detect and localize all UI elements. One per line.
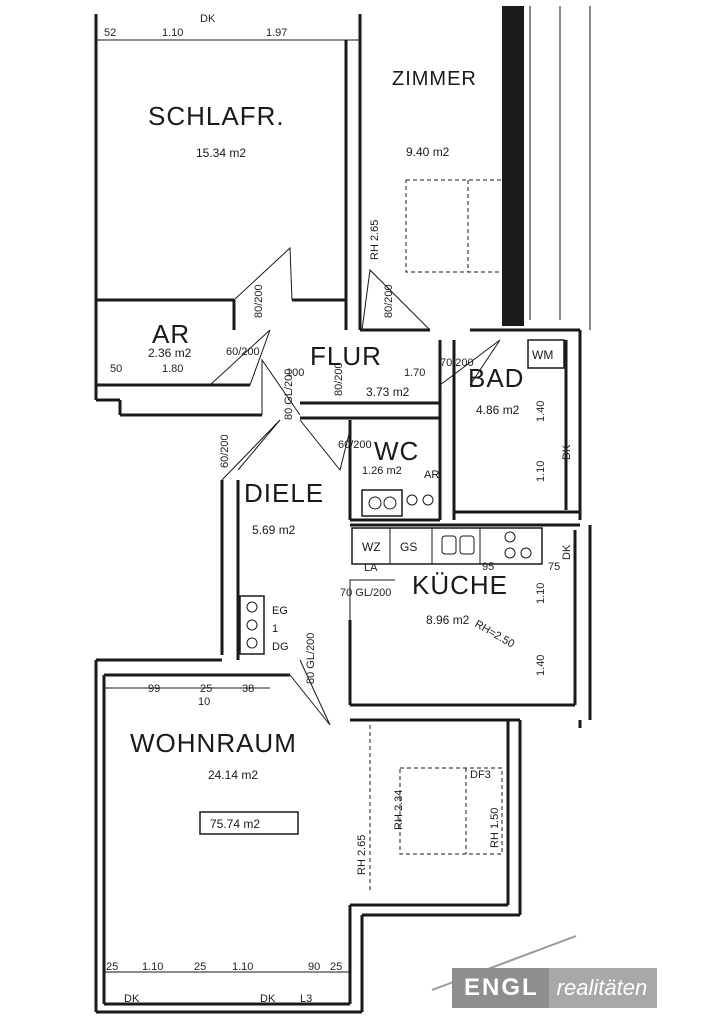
- dim-bad-3: DK: [561, 444, 573, 460]
- dim-top-2: 1.10: [162, 27, 183, 39]
- diele-name: DIELE: [244, 478, 324, 508]
- engl-logo: ENGL realitäten: [452, 968, 658, 1008]
- walls: [94, 6, 592, 1014]
- dim-kueche-2: 75: [548, 561, 560, 573]
- wohnraum-area: 24.14 m2: [208, 768, 258, 782]
- dim-kueche-4: DK: [561, 544, 573, 560]
- level-1: 1: [272, 623, 278, 635]
- door-label-9: 60/200: [219, 434, 231, 468]
- schlafr-name: SCHLAFR.: [148, 101, 285, 131]
- dim-wohn-1: 99: [148, 683, 160, 695]
- dim-bottom-4: 1.10: [232, 961, 253, 973]
- bad-area: 4.86 m2: [476, 403, 520, 417]
- door-label-7: 80 GL/200: [283, 369, 295, 420]
- dim-wohn-3: 10: [198, 696, 210, 708]
- door-label-10: 80/200: [333, 362, 345, 396]
- dim-bottom-5: 90: [308, 961, 320, 973]
- dim-bottom-3: 25: [194, 961, 206, 973]
- dim-bottom-dk2: DK: [260, 993, 276, 1005]
- total-area-box: [199, 811, 299, 835]
- diele-area: 5.69 m2: [252, 523, 296, 537]
- dashed-areas: [369, 179, 523, 890]
- kueche-name: KÜCHE: [412, 570, 508, 600]
- dim-bottom-l3: L3: [300, 993, 312, 1005]
- df3-rh2: RH 1.50: [489, 808, 501, 848]
- door-label-2: 80/200: [383, 284, 395, 318]
- dim-kueche-1: 95: [482, 561, 494, 573]
- dim-bottom-dk1: DK: [124, 993, 140, 1005]
- df3-rh1: RH 2.34: [393, 790, 405, 830]
- df3-label: DF3: [470, 769, 491, 781]
- flur-area: 3.73 m2: [366, 385, 410, 399]
- zimmer-area: 9.40 m2: [406, 145, 450, 159]
- dim-bad-1: 1.40: [535, 401, 547, 422]
- door-label-8: 80 GL/200: [305, 633, 317, 684]
- zimmer-facade-wall: [502, 6, 524, 326]
- dim-ar-4: 1.70: [404, 367, 425, 379]
- level-dg: DG: [272, 641, 289, 653]
- dim-bad-2: 1.10: [535, 461, 547, 482]
- dim-bottom-6: 25: [330, 961, 342, 973]
- zimmer-name: ZIMMER: [392, 68, 477, 90]
- dim-top-4: 1.97: [266, 27, 287, 39]
- la-label: LA: [364, 562, 378, 574]
- ar-wc-label: AR: [424, 469, 439, 481]
- kueche-height: RH=2.50: [473, 618, 517, 650]
- dim-ar-1: 50: [110, 363, 122, 375]
- door-label-5: 70/200: [440, 357, 474, 369]
- wc-name: WC: [374, 436, 419, 466]
- dim-wohn-2: 25: [200, 683, 212, 695]
- door-label-6: 70 GL/200: [340, 587, 391, 599]
- dim-ar-2: 1.80: [162, 363, 183, 375]
- wz-label: WZ: [362, 540, 381, 554]
- dim-kueche-5: 1.40: [535, 655, 547, 676]
- dim-top-3: DK: [200, 13, 216, 25]
- level-eg: EG: [272, 605, 288, 617]
- total-area: 75.74 m2: [210, 817, 260, 831]
- dim-ar-3: 100: [286, 367, 304, 379]
- flur-name: FLUR: [310, 341, 382, 371]
- washing-machine-box: [527, 339, 565, 369]
- door-label-4: 60/200: [338, 439, 372, 451]
- wm-label: WM: [532, 348, 553, 362]
- wohnraum-name: WOHNRAUM: [130, 728, 297, 758]
- dim-bottom-2: 1.10: [142, 961, 163, 973]
- dim-top-1: 52: [104, 27, 116, 39]
- wc-area: 1.26 m2: [362, 465, 402, 477]
- dim-bottom-1: 25: [106, 961, 118, 973]
- bad-name: BAD: [468, 363, 524, 393]
- zimmer-height: RH 2.65: [369, 220, 381, 260]
- dim-wohn-4: 38: [242, 683, 254, 695]
- kitchen-counter: [351, 527, 543, 565]
- logo-brand: ENGL: [452, 968, 549, 1008]
- wohnraum-height: RH 2.65: [356, 835, 368, 875]
- door-label-3: 60/200: [226, 346, 260, 358]
- kueche-area: 8.96 m2: [426, 613, 470, 627]
- dim-kueche-3: 1.10: [535, 583, 547, 604]
- schlafr-area: 15.34 m2: [196, 146, 246, 160]
- fixtures: [199, 339, 565, 835]
- ar-name: AR: [152, 319, 190, 349]
- gs-label: GS: [400, 540, 417, 554]
- ar-area: 2.36 m2: [148, 346, 192, 360]
- door-swings: [209, 246, 501, 726]
- door-label-1: 80/200: [253, 284, 265, 318]
- logo-sub: realitäten: [548, 968, 658, 1008]
- level-switch-panel: [239, 595, 265, 655]
